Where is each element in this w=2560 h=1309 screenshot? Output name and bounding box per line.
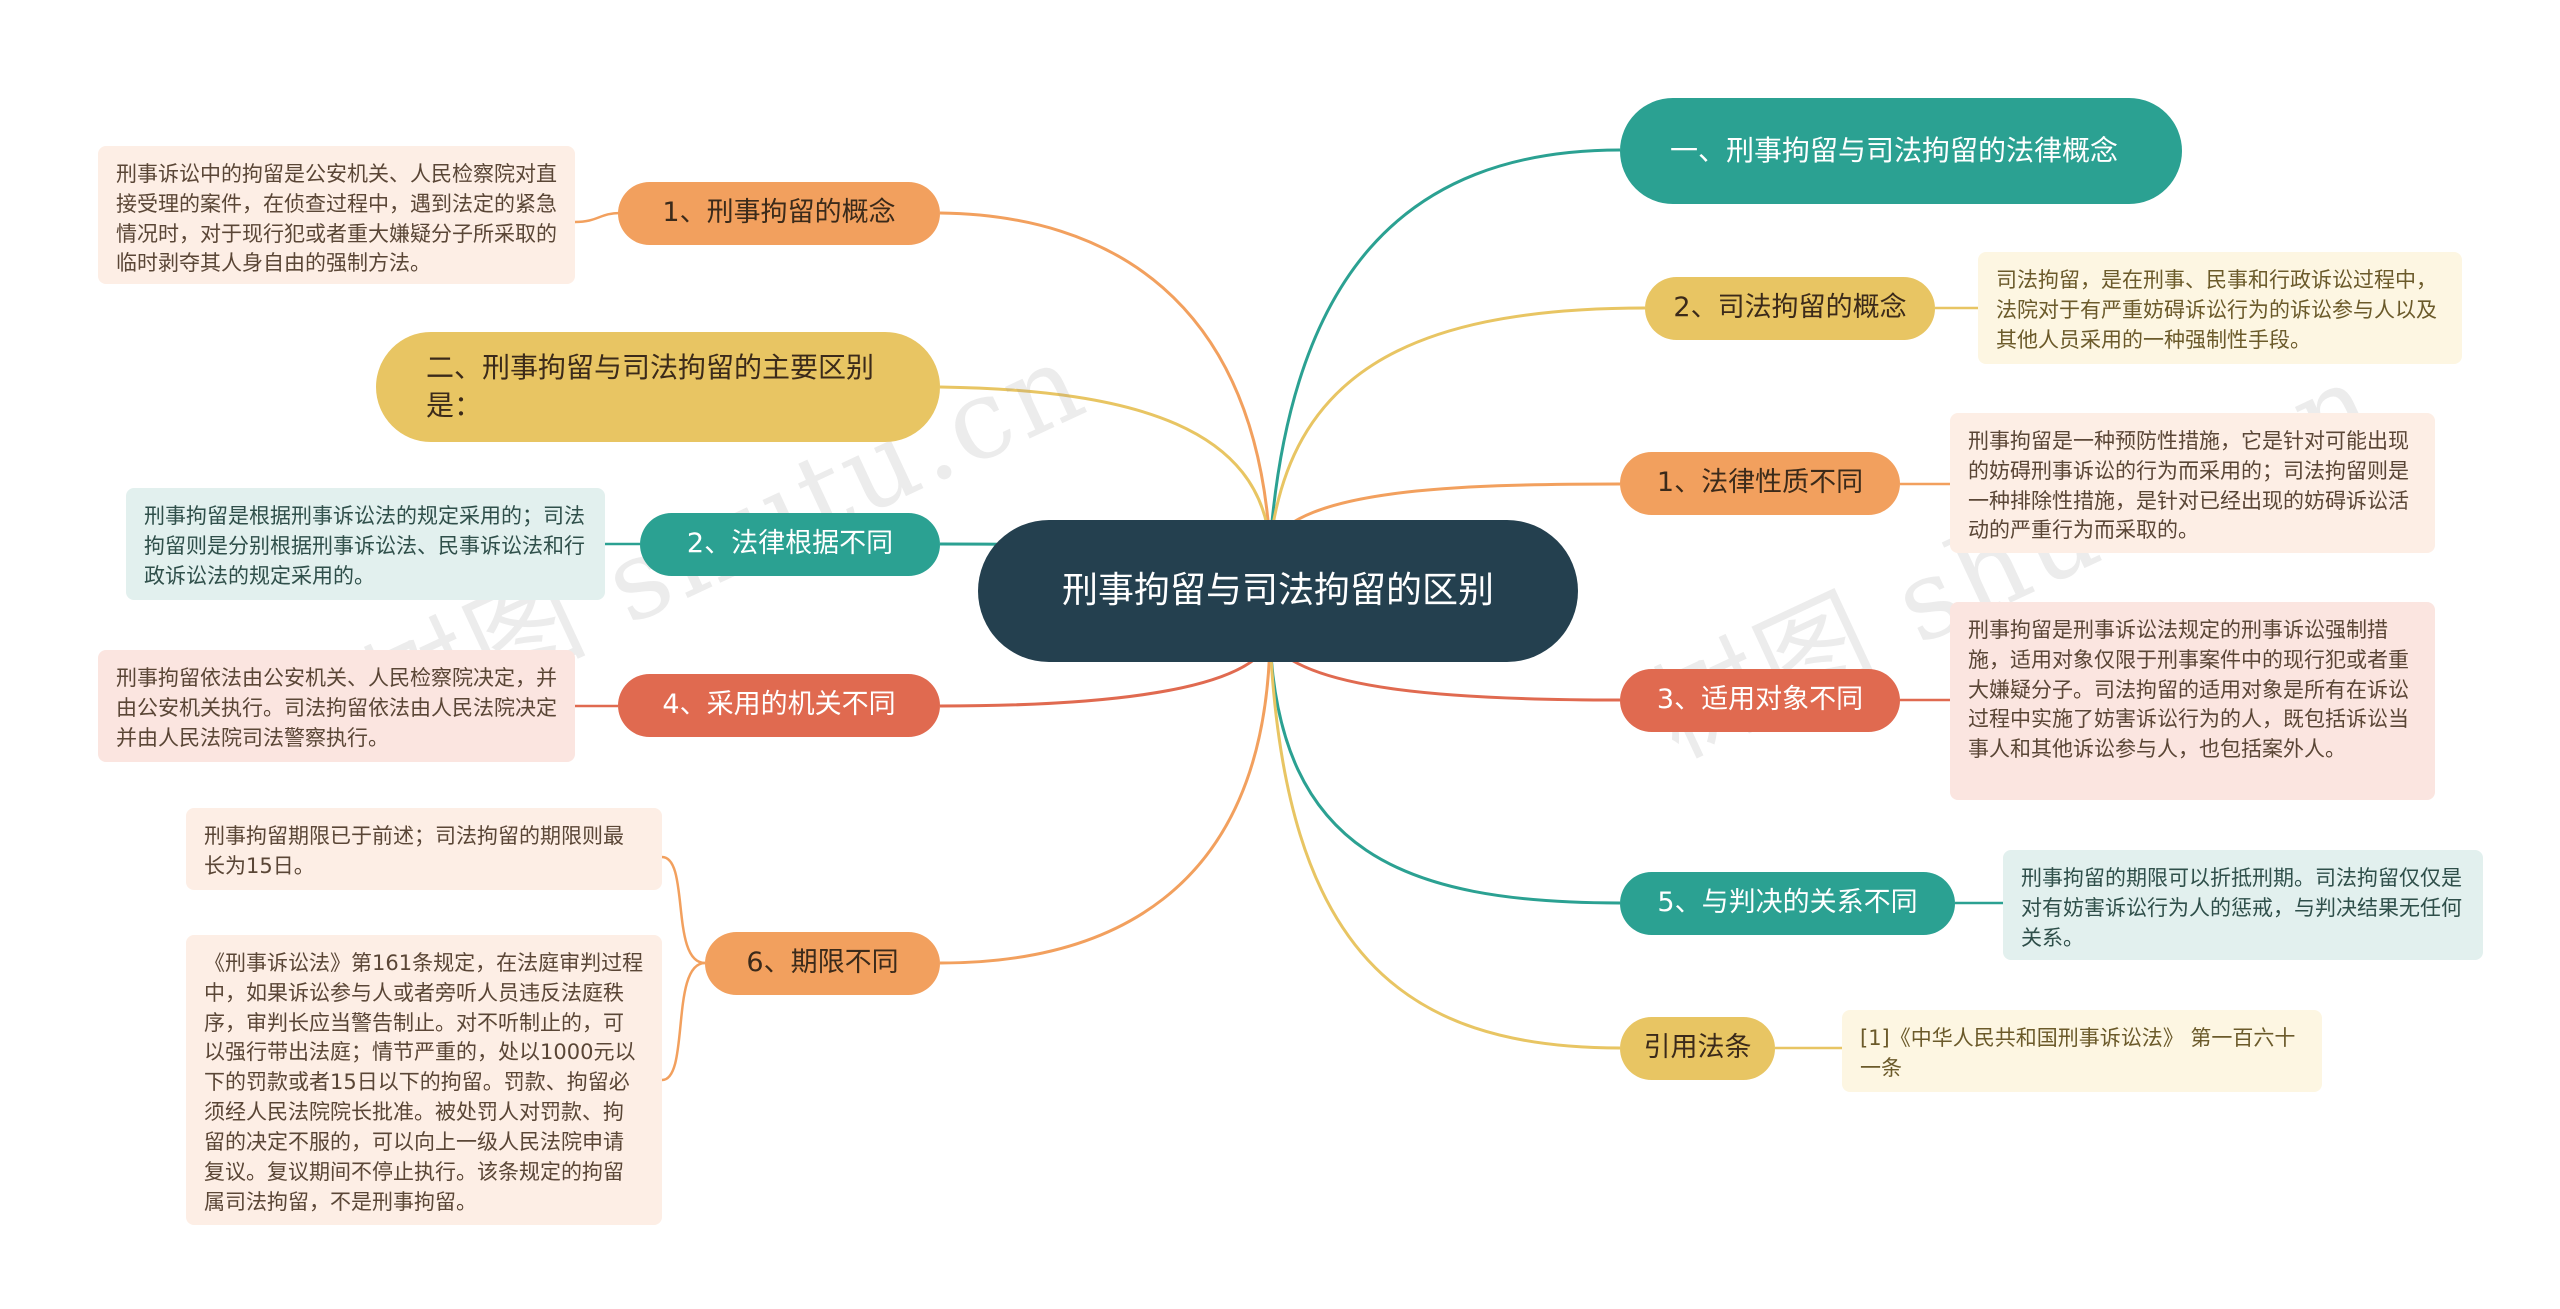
center-topic-label: 刑事拘留与司法拘留的区别 — [1061, 569, 1494, 611]
topic-main-differences-label: 二、刑事拘留与司法拘留的主要区别是： — [426, 351, 875, 422]
topic-subjects-label: 3、适用对象不同 — [1656, 684, 1864, 716]
topic-authority[interactable]: 4、采用的机关不同 — [618, 674, 940, 737]
note-concept-criminal-text: 刑事诉讼中的拘留是公安机关、人民检察院对直接受理的案件，在侦查过程中，遇到法定的… — [116, 162, 557, 276]
topic-concept-judicial[interactable]: 2、司法拘留的概念 — [1645, 277, 1935, 340]
note-legal-nature-text: 刑事拘留是一种预防性措施，它是针对可能出现的妨碍刑事诉讼的行为而采用的；司法拘留… — [1968, 429, 2409, 543]
note-citation-text: [1]《中华人民共和国刑事诉讼法》 第一百六十一条 — [1860, 1026, 2296, 1080]
topic-concept-criminal[interactable]: 1、刑事拘留的概念 — [618, 182, 940, 245]
connector-duration — [939, 639, 1272, 965]
note-duration-1-text: 刑事拘留期限已于前述；司法拘留的期限则最长为15日。 — [204, 824, 624, 878]
topic-judgment-label: 5、与判决的关系不同 — [1657, 887, 1918, 919]
topic-legal-basis-label: 2、法律根据不同 — [686, 528, 894, 560]
note-concept-judicial: 司法拘留，是在刑事、民事和行政诉讼过程中，法院对于有严重妨碍诉讼行为的诉讼参与人… — [1978, 252, 2462, 364]
note-concept-criminal: 刑事诉讼中的拘留是公安机关、人民检察院对直接受理的案件，在侦查过程中，遇到法定的… — [98, 146, 575, 284]
note-duration-2-text: 《刑事诉讼法》第161条规定，在法庭审判过程中，如果诉讼参与人或者旁听人员违反法… — [204, 951, 644, 1214]
note-concept-judicial-text: 司法拘留，是在刑事、民事和行政诉讼过程中，法院对于有严重妨碍诉讼行为的诉讼参与人… — [1996, 268, 2437, 352]
note-legal-nature: 刑事拘留是一种预防性措施，它是针对可能出现的妨碍刑事诉讼的行为而采用的；司法拘留… — [1950, 413, 2435, 553]
note-citation: [1]《中华人民共和国刑事诉讼法》 第一百六十一条 — [1842, 1010, 2322, 1092]
topic-concept-criminal-label: 1、刑事拘留的概念 — [662, 197, 896, 229]
topic-legal-concept-label: 一、刑事拘留与司法拘留的法律概念 — [1670, 134, 2119, 168]
topic-citation[interactable]: 引用法条 — [1620, 1017, 1775, 1080]
topic-subjects[interactable]: 3、适用对象不同 — [1620, 669, 1900, 732]
connector-citation — [1268, 639, 1621, 1050]
topic-judgment[interactable]: 5、与判决的关系不同 — [1620, 872, 1955, 935]
connector-concept-judicial — [1268, 306, 1646, 546]
connector-main-differences — [939, 385, 1272, 546]
connector-note-duration-2 — [661, 961, 706, 1082]
note-duration-2: 《刑事诉讼法》第161条规定，在法庭审判过程中，如果诉讼参与人或者旁听人员违反法… — [186, 935, 662, 1225]
note-subjects-text: 刑事拘留是刑事诉讼法规定的刑事诉讼强制措施，适用对象仅限于刑事案件中的现行犯或者… — [1968, 618, 2409, 762]
note-legal-basis-text: 刑事拘留是根据刑事诉讼法的规定采用的；司法拘留则是分别根据刑事诉讼法、民事诉讼法… — [144, 504, 585, 588]
topic-concept-judicial-label: 2、司法拘留的概念 — [1673, 292, 1907, 324]
topic-legal-nature-label: 1、法律性质不同 — [1656, 467, 1864, 499]
topic-legal-nature[interactable]: 1、法律性质不同 — [1620, 452, 1900, 515]
topic-legal-concept[interactable]: 一、刑事拘留与司法拘留的法律概念 — [1620, 98, 2182, 204]
note-subjects: 刑事拘留是刑事诉讼法规定的刑事诉讼强制措施，适用对象仅限于刑事案件中的现行犯或者… — [1950, 602, 2435, 800]
note-judgment-text: 刑事拘留的期限可以折抵刑期。司法拘留仅仅是对有妨害诉讼行为人的惩戒，与判决结果无… — [2021, 866, 2462, 950]
note-judgment: 刑事拘留的期限可以折抵刑期。司法拘留仅仅是对有妨害诉讼行为人的惩戒，与判决结果无… — [2003, 850, 2483, 960]
connector-concept-criminal — [939, 211, 1272, 546]
note-authority-text: 刑事拘留依法由公安机关、人民检察院决定，并由公安机关执行。司法拘留依法由人民法院… — [116, 666, 557, 750]
connector-judgment — [1268, 639, 1621, 905]
connector-note-concept-criminal — [574, 211, 621, 224]
note-authority: 刑事拘留依法由公安机关、人民检察院决定，并由公安机关执行。司法拘留依法由人民法院… — [98, 650, 575, 762]
topic-legal-basis[interactable]: 2、法律根据不同 — [640, 513, 940, 576]
note-duration-1: 刑事拘留期限已于前述；司法拘留的期限则最长为15日。 — [186, 808, 662, 890]
topic-duration-label: 6、期限不同 — [746, 947, 899, 979]
topic-duration[interactable]: 6、期限不同 — [705, 932, 940, 995]
note-legal-basis: 刑事拘留是根据刑事诉讼法的规定采用的；司法拘留则是分别根据刑事诉讼法、民事诉讼法… — [126, 488, 605, 600]
topic-main-differences[interactable]: 二、刑事拘留与司法拘留的主要区别是： — [376, 332, 940, 442]
center-topic[interactable]: 刑事拘留与司法拘留的区别 — [978, 520, 1578, 662]
topic-citation-label: 引用法条 — [1643, 1032, 1752, 1064]
topic-authority-label: 4、采用的机关不同 — [662, 689, 896, 721]
connector-legal-concept — [1268, 148, 1621, 546]
connector-note-duration-1 — [661, 855, 706, 965]
